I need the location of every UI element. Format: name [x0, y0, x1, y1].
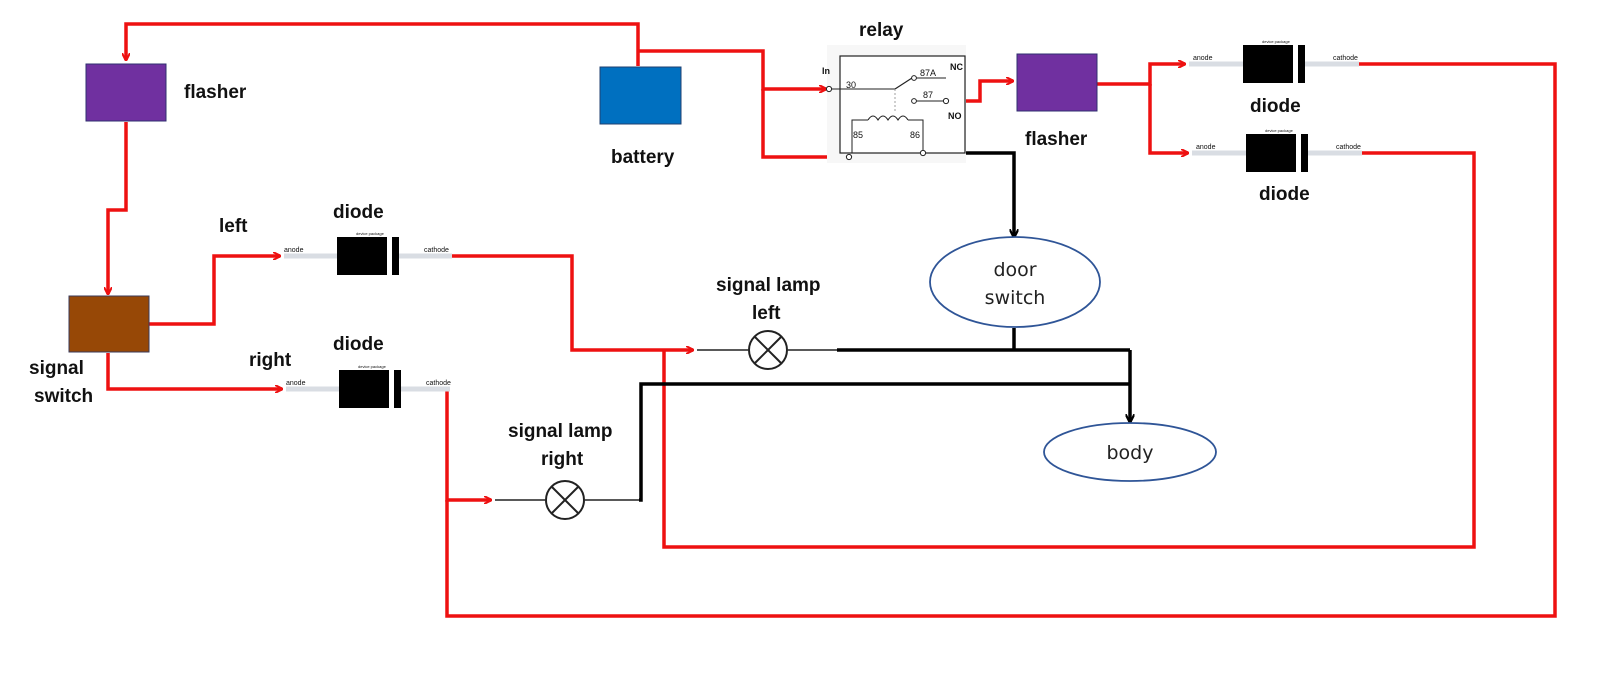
- diode-left-label: diode: [333, 202, 384, 223]
- relay: In 30 87A NC 87 NO 85 86: [822, 45, 966, 163]
- relay-label: relay: [859, 20, 904, 41]
- diode-anode-label: anode: [284, 247, 304, 254]
- wire-lamp-right-to-bus: [639, 382, 1130, 502]
- wire-relay-86-to-door-switch: [923, 151, 1014, 237]
- signal-switch-label-line1: signal: [29, 358, 84, 379]
- diode-anode-label: anode: [1196, 144, 1216, 151]
- wire-flasher-to-diode-top: [1095, 64, 1185, 86]
- door-switch-label-line2: switch: [985, 287, 1046, 309]
- diode-cathode-label: cathode: [1333, 55, 1358, 62]
- diode-package-label: device package: [1262, 39, 1291, 44]
- lamp-left-label-line1: signal lamp: [716, 275, 821, 296]
- wire-left-diode-to-lamp: [452, 254, 693, 350]
- wire-top-diode-return: [445, 62, 1557, 618]
- relay-pin-nc: NC: [950, 62, 963, 72]
- diode-cathode-label: cathode: [1336, 144, 1361, 151]
- door-switch-label-line1: door: [993, 259, 1036, 281]
- relay-pin-in: In: [822, 66, 830, 76]
- signal-lamp-right: [495, 480, 639, 520]
- lamp-left-label-line2: left: [752, 303, 781, 324]
- signal-switch-label-line2: switch: [34, 386, 93, 407]
- diode-anode-label: anode: [1193, 55, 1213, 62]
- right-label: right: [249, 350, 292, 371]
- wire-battery-to-left-flasher: [126, 22, 640, 66]
- wire-right-diode-to-lamp: [445, 387, 491, 500]
- relay-pin-87: 87: [923, 90, 933, 100]
- diode-top-right: anode cathode device package: [1189, 39, 1359, 83]
- body-label: body: [1107, 442, 1154, 464]
- diode-package-label: device package: [358, 364, 387, 369]
- flasher-left: [85, 63, 167, 122]
- relay-pin-30: 30: [846, 80, 856, 90]
- relay-pin-no: NO: [948, 111, 962, 121]
- diode-mid-right-label: diode: [1259, 184, 1310, 205]
- wire-flasher-to-diode-mid: [1148, 84, 1188, 153]
- diode-top-right-label: diode: [1250, 96, 1301, 117]
- diode-cathode-label: cathode: [424, 247, 449, 254]
- flasher-right-label: flasher: [1025, 129, 1088, 150]
- diode-mid-right: anode cathode device package: [1192, 128, 1362, 172]
- wire-battery-to-relay-30: [638, 49, 826, 89]
- flasher-right: [1016, 53, 1098, 112]
- wire-switch-to-right-diode: [106, 353, 282, 389]
- body-ground: body: [1043, 422, 1217, 482]
- wire-battery-to-relay-85: [761, 89, 844, 157]
- signal-switch: [68, 295, 150, 353]
- diode-right-label: diode: [333, 334, 384, 355]
- battery-label: battery: [611, 147, 675, 168]
- wire-mid-diode-return: [662, 151, 1476, 549]
- lamp-right-label-line2: right: [541, 449, 584, 470]
- diode-package-label: device package: [356, 231, 385, 236]
- lamp-right-label-line1: signal lamp: [508, 421, 613, 442]
- diode-left: anode cathode device package: [284, 231, 452, 275]
- flasher-left-label: flasher: [184, 82, 247, 103]
- left-label: left: [219, 216, 248, 237]
- door-switch: door switch: [929, 236, 1101, 328]
- relay-pin-85: 85: [853, 130, 863, 140]
- diode-cathode-label: cathode: [426, 380, 451, 387]
- diode-package-label: device package: [1265, 128, 1294, 133]
- diode-anode-label: anode: [286, 380, 306, 387]
- diode-right: anode cathode device package: [286, 364, 451, 408]
- wire-flasher-to-signal-switch: [108, 122, 128, 294]
- relay-pin-87a: 87A: [920, 68, 936, 78]
- battery: [599, 66, 682, 125]
- relay-pin-86: 86: [910, 130, 920, 140]
- wire-switch-to-left-diode: [149, 256, 280, 326]
- signal-lamp-left: [697, 330, 837, 370]
